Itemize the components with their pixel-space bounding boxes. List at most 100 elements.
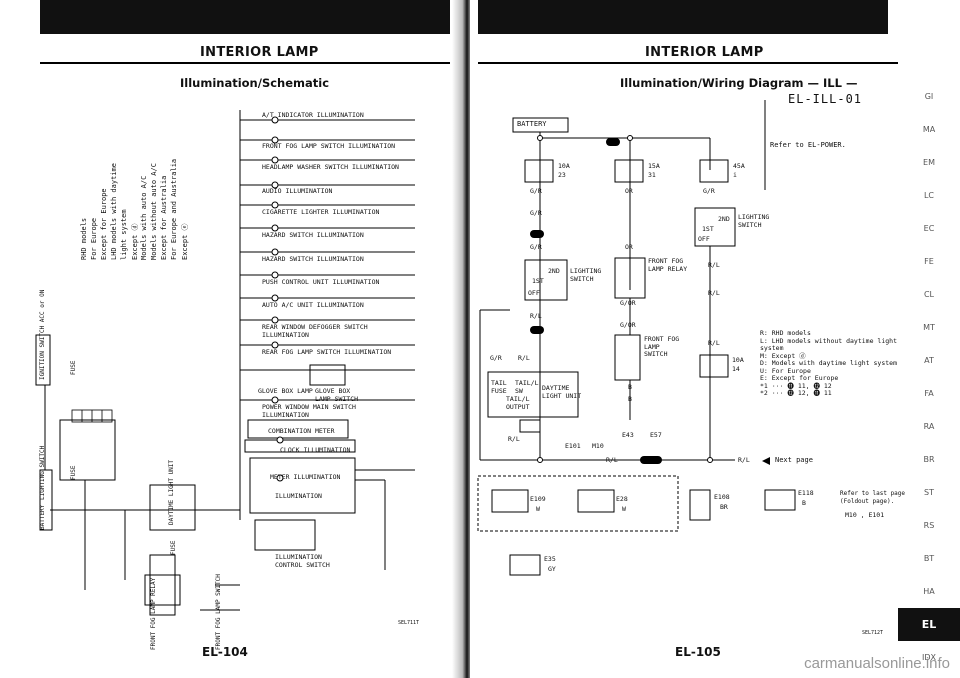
fuse-label: FUSE [70, 360, 77, 375]
wire-color: G/R [530, 243, 542, 251]
legend-symbol: E [760, 374, 764, 382]
ignition-switch-label: IGNITION SWITCH ACC or ON [39, 289, 46, 380]
index-tab[interactable]: BR [923, 455, 935, 464]
fuse-num: 14 [732, 365, 740, 373]
battery-label: BATTERY [517, 120, 547, 128]
legend-symbol: D [760, 359, 764, 367]
wire-color: R/L [518, 354, 530, 362]
index-tab[interactable]: FE [924, 257, 934, 266]
header-bar [478, 0, 888, 34]
switch-pos-2nd: 2ND [548, 267, 560, 275]
fog-switch-label: FRONT FOG LAMP SWITCH [215, 574, 222, 650]
wire-color: R/L [708, 261, 720, 269]
circuit-label: ILLUMINATION [275, 492, 322, 500]
daytime-unit-label: DAYTIME LIGHT UNIT [168, 459, 175, 525]
right-header: INTERIOR LAMP [645, 45, 764, 60]
section-index: GI MA EM LC EC FE CL MT AT FA RA BR ST R… [898, 80, 960, 674]
wire-color: B [628, 383, 632, 391]
header-bar [40, 0, 450, 34]
diagram-id: EL-ILL-01 [788, 92, 863, 106]
lighting-switch-label: LIGHTING SWITCH [39, 445, 46, 500]
index-tab[interactable]: IDX [922, 653, 936, 662]
index-tab[interactable]: BT [923, 554, 935, 563]
fuse-label: FUSE [170, 540, 177, 555]
tail-output-label: TAIL/L OUTPUT [506, 395, 530, 411]
legend-item: D: Models with daytime light system [760, 359, 897, 367]
fog-relay-label: FRONT FOG LAMP RELAY [150, 577, 157, 650]
header-rule [40, 62, 450, 64]
next-page-label: Next page [775, 456, 813, 464]
circuit-label: PUSH CONTROL UNIT ILLUMINATION [262, 278, 380, 286]
wire-color: G/R [530, 209, 542, 217]
connector-color: B [802, 499, 806, 507]
wire-color: OR [625, 243, 633, 251]
circuit-label: POWER WINDOW MAIN SWITCH ILLUMINATION [262, 403, 356, 419]
tail-fuse-label: TAIL FUSE [491, 379, 507, 395]
fuse-num: 23 [558, 171, 566, 179]
index-tab[interactable]: AT [924, 356, 934, 365]
wire-color: R/L [606, 456, 618, 464]
lighting-switch-label: LIGHTING SWITCH [570, 267, 602, 283]
circuit-label: CLOCK ILLUMINATION [280, 446, 351, 454]
fuse-num: i [733, 171, 737, 179]
battery-label: BATTERY [39, 504, 46, 530]
index-tab[interactable]: RA [923, 422, 935, 431]
circuit-label: CIGARETTE LIGHTER ILLUMINATION [262, 208, 380, 216]
connector-code: E35 [544, 555, 556, 563]
legend-symbol: *2 [760, 389, 768, 397]
index-tab-active[interactable]: EL [898, 608, 960, 641]
fog-relay-label: FRONT FOG LAMP RELAY [648, 257, 688, 273]
lighting-switch-label: LIGHTING SWITCH [738, 213, 770, 229]
index-tab[interactable]: ST [924, 488, 934, 497]
wire-color: OR [625, 187, 633, 195]
circuit-label: ILLUMINATION CONTROL SWITCH [275, 553, 330, 569]
circuit-label: COMBINATION METER [268, 427, 335, 435]
watermark: carmanualsonline.info [804, 655, 950, 672]
connector-code: M10 [592, 442, 604, 450]
circuit-label: HEADLAMP WASHER SWITCH ILLUMINATION [262, 163, 399, 171]
legend-text: Models with daytime light system [771, 359, 897, 367]
index-tab[interactable]: LC [923, 191, 935, 200]
header-rule [478, 62, 898, 64]
index-tab[interactable]: EC [923, 224, 935, 233]
legend-text: ⓫ 11, ⓬ 12 [787, 381, 832, 390]
legend-symbol: U [760, 366, 764, 375]
connector-code: E28 [616, 495, 628, 503]
wire-color: G/OR [620, 321, 636, 329]
wire-color: G/R [490, 354, 502, 362]
legend-text: For Europe [771, 366, 811, 375]
legend-item: *2 ··· ⓬ 12, ⓫ 11 [760, 389, 832, 397]
fuse-amp: 15A [648, 162, 660, 170]
index-tab[interactable]: MT [923, 323, 935, 332]
index-tab[interactable]: CL [923, 290, 935, 299]
fuse-amp: 45A [733, 162, 745, 170]
index-tab[interactable]: RS [923, 521, 935, 530]
legend-item: L: LHD models without daytime light syst… [760, 336, 897, 352]
index-tab[interactable]: GI [924, 92, 934, 101]
circuit-label: HAZARD SWITCH ILLUMINATION [262, 255, 364, 263]
schematic-diagram [35, 110, 415, 616]
switch-pos-1st: 1ST [702, 225, 714, 233]
index-tab[interactable]: MA [922, 125, 936, 134]
fuse-amp: 10A [732, 356, 744, 364]
circuit-label: REAR WINDOW DEFOGGER SWITCH ILLUMINATION [262, 323, 368, 339]
circuit-label: GLOVE BOX LAMP SWITCH [315, 387, 359, 403]
circuit-label: AUTO A/C UNIT ILLUMINATION [262, 301, 364, 309]
circuit-label: METER ILLUMINATION [270, 473, 341, 481]
daytime-unit-label: DAYTIME LIGHT UNIT [542, 384, 582, 400]
circuit-label: FRONT FOG LAMP SWITCH ILLUMINATION [262, 142, 396, 150]
circuit-label: HAZARD SWITCH ILLUMINATION [262, 231, 364, 239]
legend-text: RHD models [771, 329, 811, 337]
index-tab[interactable]: EM [923, 158, 935, 167]
circuit-label: AUDIO ILLUMINATION [262, 187, 333, 195]
legend-symbol: M [760, 351, 764, 360]
wire-color: G/R [530, 187, 542, 195]
right-page: INTERIOR LAMP Illumination/Wiring Diagra… [470, 0, 960, 678]
legend-text: Except for Europe [771, 374, 839, 382]
connector-code: E101 [565, 442, 581, 450]
switch-pos-2nd: 2ND [718, 215, 730, 223]
connector-color: GY [548, 565, 556, 573]
index-tab[interactable]: FA [924, 389, 934, 398]
index-tab[interactable]: HA [923, 587, 935, 596]
right-page-number: EL-105 [675, 645, 721, 659]
